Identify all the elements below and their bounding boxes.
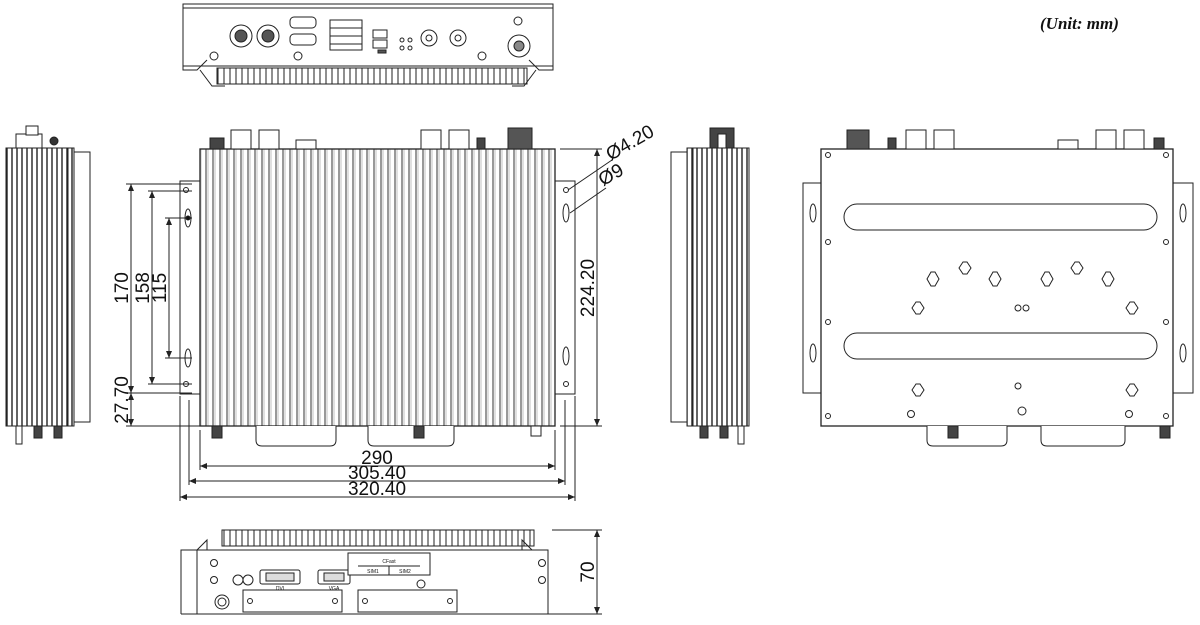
left-side-fins [5, 147, 75, 427]
top-view-fins [216, 67, 528, 85]
front-panel-view [180, 529, 602, 615]
usb-port-a [372, 29, 388, 39]
screw-icon [477, 51, 487, 61]
right-side-view [670, 127, 750, 445]
left-side-view [5, 125, 91, 445]
din-handle-left [242, 589, 343, 613]
label-vga: VGA [329, 586, 340, 592]
label-dvi: DVI [276, 586, 284, 592]
io-terminal-block [329, 19, 363, 51]
antenna-b-icon [449, 29, 467, 47]
dim-hole-large: Ø4.20 [603, 121, 658, 165]
antenna-a-icon [420, 29, 438, 47]
front-panel-text: DVI VGA CFast SIM1 SIM2 70 [276, 559, 599, 592]
serial-port-b [289, 33, 317, 46]
dim-depth: 70 [578, 561, 599, 582]
slot-top [843, 203, 1158, 231]
label-sim1: SIM1 [367, 569, 379, 575]
top-view [182, 3, 554, 87]
unit-note: (Unit: mm) [1040, 14, 1119, 33]
label-cfast: CFast [382, 559, 396, 565]
usb-port-b [372, 39, 388, 49]
led-a-icon [399, 37, 405, 43]
front-view-dimensions [126, 148, 613, 501]
serial-port-a [289, 16, 317, 29]
right-side-fins [686, 147, 750, 427]
dim-width-mid: 305.40 [348, 463, 406, 484]
dim-width-inner: 290 [361, 448, 393, 469]
dim-height-right: 224.20 [578, 259, 599, 317]
dim-offset: 27.70 [112, 376, 133, 424]
slot-bottom [843, 332, 1158, 360]
front-view [179, 127, 576, 447]
din-handle-right [357, 589, 458, 613]
front-heatsink [199, 148, 556, 427]
bottom-plate [820, 148, 1174, 427]
dim-height-c: 115 [150, 273, 171, 303]
led-b-icon [407, 37, 413, 43]
label-sim2: SIM2 [399, 569, 411, 575]
dim-hole-small: Ø9 [595, 160, 627, 191]
dim-width-outer: 320.40 [348, 479, 406, 500]
dim-height-a: 170 [112, 272, 133, 304]
bottom-view [802, 129, 1194, 447]
dim-height-b: 158 [133, 272, 154, 304]
panel-fins [221, 529, 535, 547]
ground-screw-icon [513, 16, 523, 26]
